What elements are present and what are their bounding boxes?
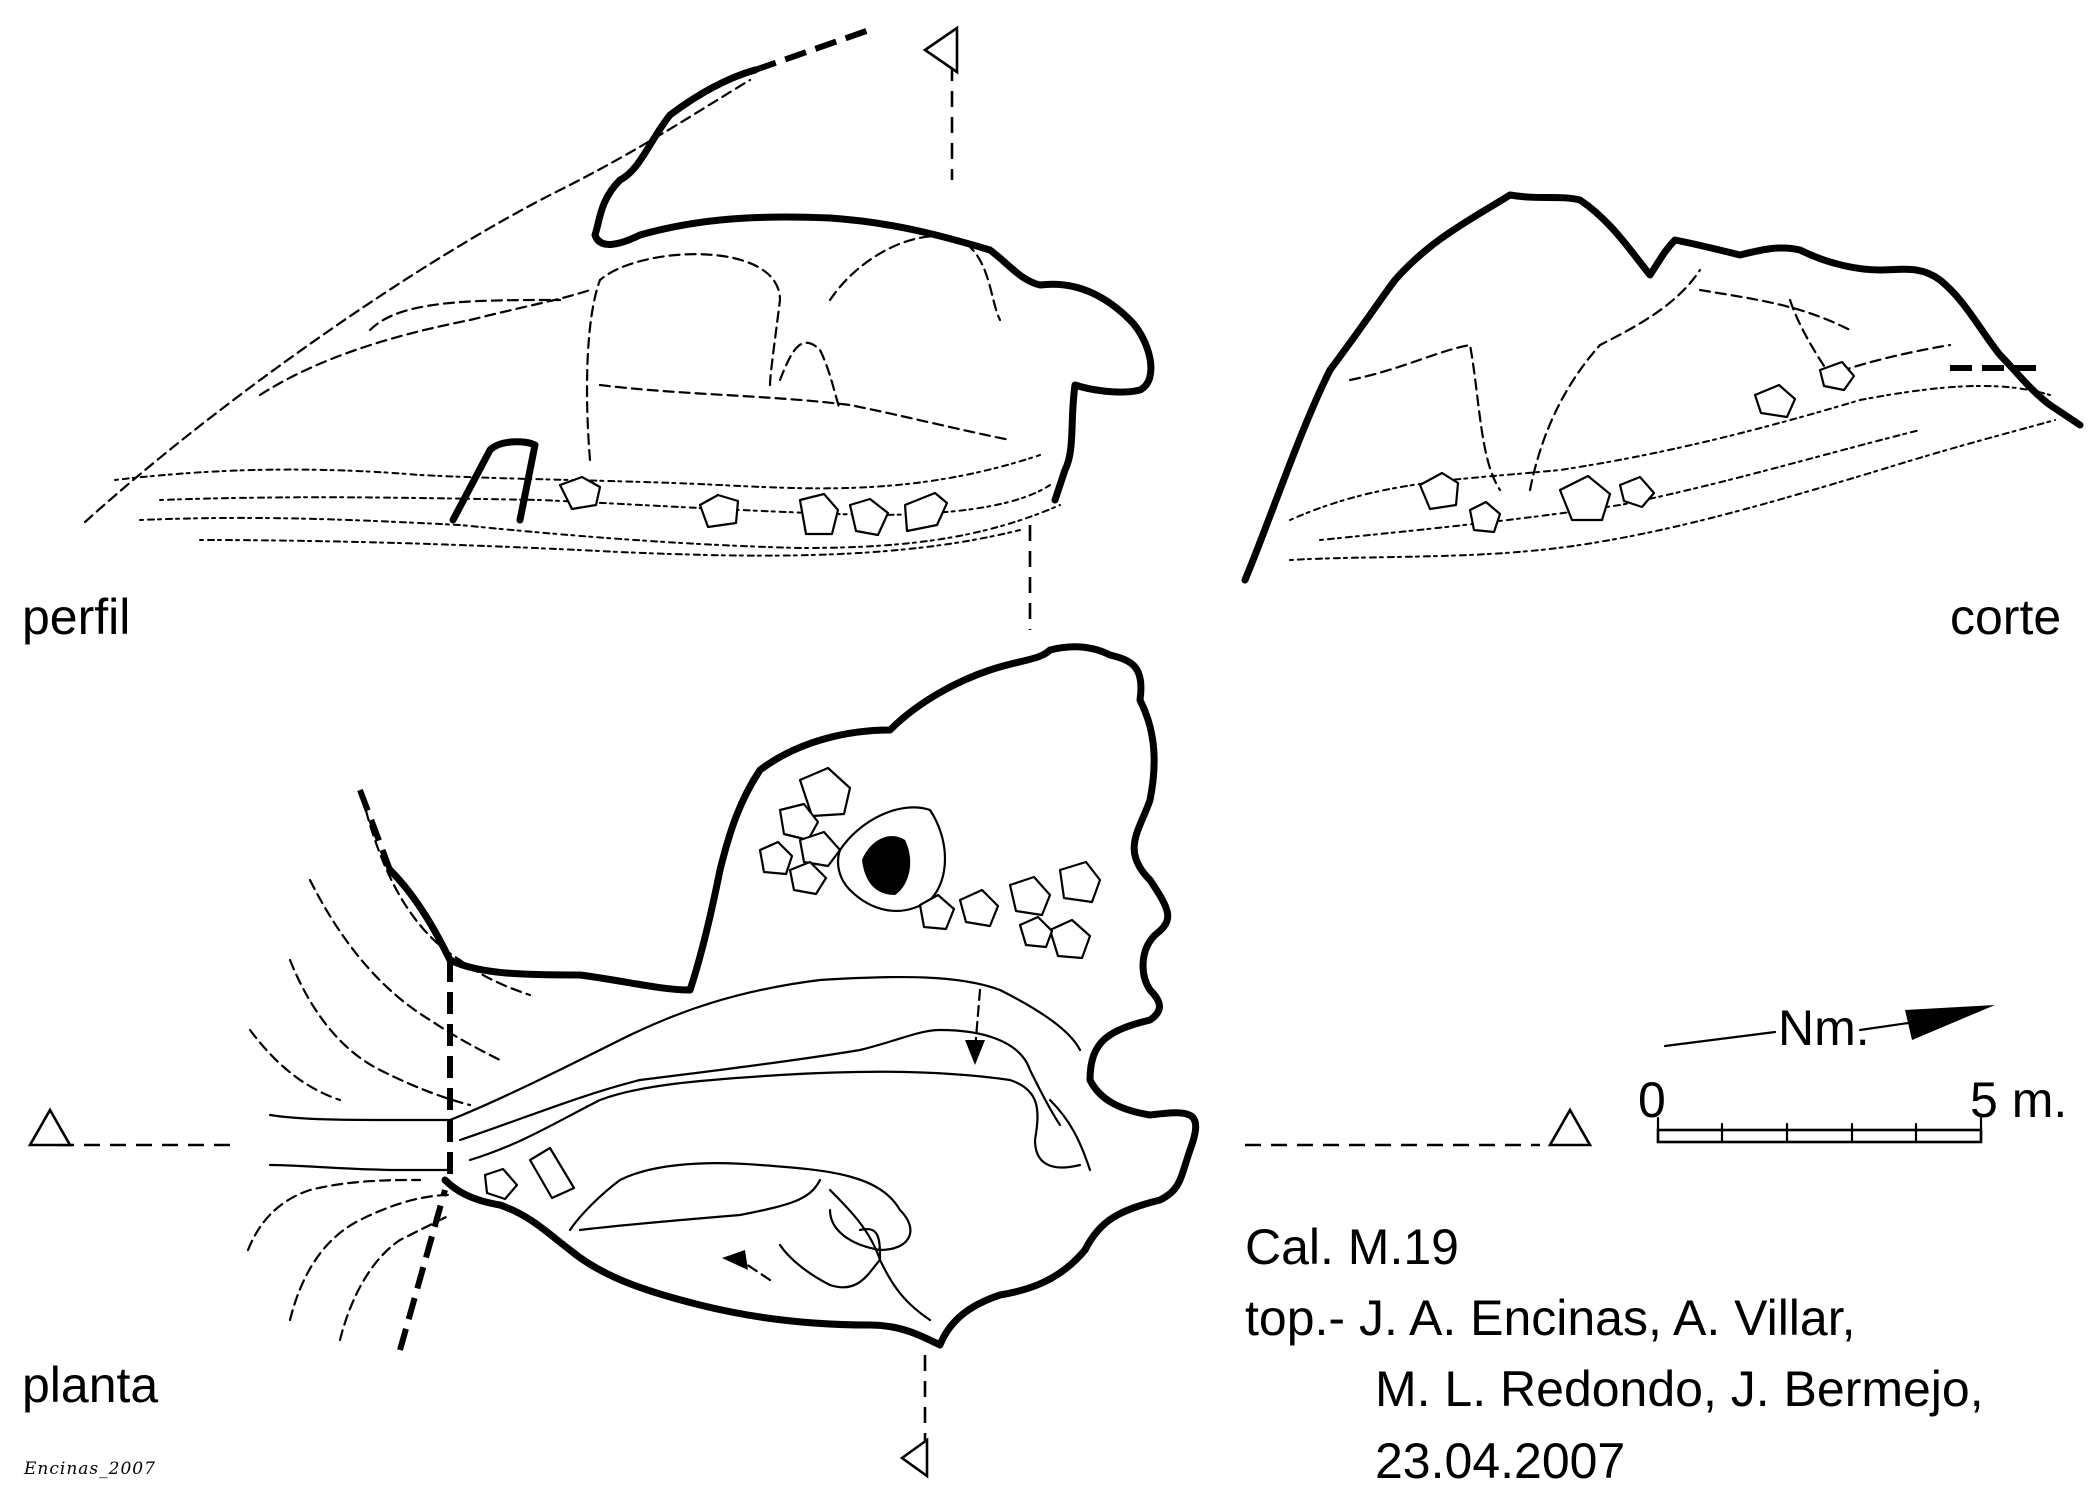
cave-id: Cal. M.19	[1245, 1219, 1459, 1275]
plan-axis-contour	[268, 1163, 452, 1172]
scale-bar	[1656, 1116, 1983, 1144]
north-arrow	[1663, 1005, 1995, 1048]
plan-boulder	[758, 840, 794, 876]
plan-entrance-dashed	[397, 1189, 448, 1351]
plan-slope-hatch	[578, 1178, 822, 1232]
profile-rubble-floor	[159, 484, 1051, 517]
plan-flow-arrowhead	[965, 1040, 985, 1065]
section-view	[1241, 191, 2084, 584]
section-boulder	[1468, 500, 1502, 534]
north-arrow-line	[1858, 1020, 1917, 1032]
plan-axis-contour	[268, 1113, 452, 1122]
profile-boulder	[903, 491, 949, 533]
profile-cave-wall	[591, 66, 1155, 504]
profile-inner-line	[368, 298, 562, 332]
section-marker-triangle	[922, 25, 959, 75]
section-boulder	[1418, 471, 1460, 511]
plan-pit	[862, 836, 911, 895]
section-interior-contour	[1348, 268, 1702, 492]
surveyors-line-2: M. L. Redondo, J. Bermejo,	[1375, 1361, 1984, 1417]
plan-boulder	[528, 1146, 576, 1200]
north-arrow-line	[1663, 1030, 1777, 1048]
section-interior-contour	[1698, 288, 1952, 377]
profile-rubble-floor	[139, 504, 1061, 550]
section-rubble	[1289, 419, 2056, 561]
plan-contour	[778, 1227, 882, 1289]
plan-cave-wall	[386, 643, 1200, 1349]
plan-slope-contour	[308, 878, 502, 1062]
plan-boulder	[798, 830, 842, 868]
section-boulder	[1618, 475, 1656, 509]
plan-contour	[448, 975, 1082, 1122]
profile-boulder	[798, 492, 840, 536]
section-label: corte	[1950, 589, 2062, 645]
plan-label: planta	[22, 1357, 159, 1413]
plan-slope-contour	[288, 1193, 452, 1322]
scale-bar-box	[1656, 1128, 1983, 1144]
section-marker-triangle	[27, 1107, 73, 1147]
plan-slope-contour	[338, 1213, 452, 1342]
profile-label: perfil	[22, 589, 131, 645]
profile-stalagmite	[778, 341, 842, 412]
plan-slope-contour	[288, 958, 472, 1107]
plan-slope-contour	[246, 1178, 422, 1252]
profile-boulder	[558, 475, 602, 511]
plan-flow-arrowhead	[722, 1250, 748, 1270]
section-marker-triangle	[899, 1437, 929, 1479]
profile-slope-line	[83, 78, 752, 524]
survey-date: 23.04.2007	[1375, 1433, 1626, 1489]
section-rubble	[1289, 384, 2051, 521]
plan-view	[58, 643, 1540, 1445]
north-arrowhead-icon	[1905, 1005, 1995, 1040]
profile-boulder	[698, 493, 740, 529]
plan-slope-hatch	[1048, 1098, 1092, 1172]
section-rubble	[1319, 429, 1921, 541]
author-signature: Encinas_2007	[24, 1459, 156, 1479]
plan-boulder	[788, 860, 828, 896]
section-marker-triangle	[1547, 1107, 1593, 1147]
plan-entrance-dashed	[357, 788, 393, 872]
plan-slope-contour	[248, 1028, 342, 1102]
plan-boulder	[958, 888, 1000, 928]
plan-slope-contour	[360, 793, 532, 997]
north-label: Nm.	[1778, 1000, 1870, 1056]
plan-slope-hatch	[828, 1188, 932, 1322]
profile-floor-contour	[598, 383, 1012, 442]
profile-chamber-contour	[585, 253, 782, 462]
section-boulder	[1558, 474, 1612, 522]
profile-rubble-floor	[199, 529, 1021, 557]
plan-boulder	[1008, 875, 1052, 917]
plan-boulder	[1058, 860, 1102, 904]
profile-surface-dashed	[754, 25, 876, 73]
plan-pit-outline	[836, 806, 946, 912]
surveyors-line-1: top.- J. A. Encinas, A. Villar,	[1245, 1290, 1856, 1346]
plan-boulder	[1048, 918, 1092, 960]
scale-end-label: 5 m.	[1970, 1072, 2068, 1128]
plan-contour	[568, 1162, 912, 1252]
scale-start-label: 0	[1638, 1072, 1666, 1128]
profile-view	[83, 25, 1155, 630]
plan-boulder	[483, 1167, 519, 1201]
profile-boulder	[848, 497, 890, 537]
section-boulder	[1753, 383, 1797, 419]
plan-boulder	[1018, 915, 1054, 949]
section-boulder	[1818, 360, 1856, 392]
scale-bar-ticks	[1656, 1116, 1983, 1144]
plan-flow-arrow-line	[738, 1258, 772, 1282]
plan-boulder	[778, 802, 820, 842]
plan-contour	[458, 1028, 1062, 1142]
section-cave-wall	[1241, 191, 2084, 584]
profile-inner-line	[258, 288, 592, 397]
profile-entrance-pillar	[449, 438, 539, 524]
plan-contour	[468, 1070, 1082, 1169]
plan-boulder	[918, 893, 956, 931]
